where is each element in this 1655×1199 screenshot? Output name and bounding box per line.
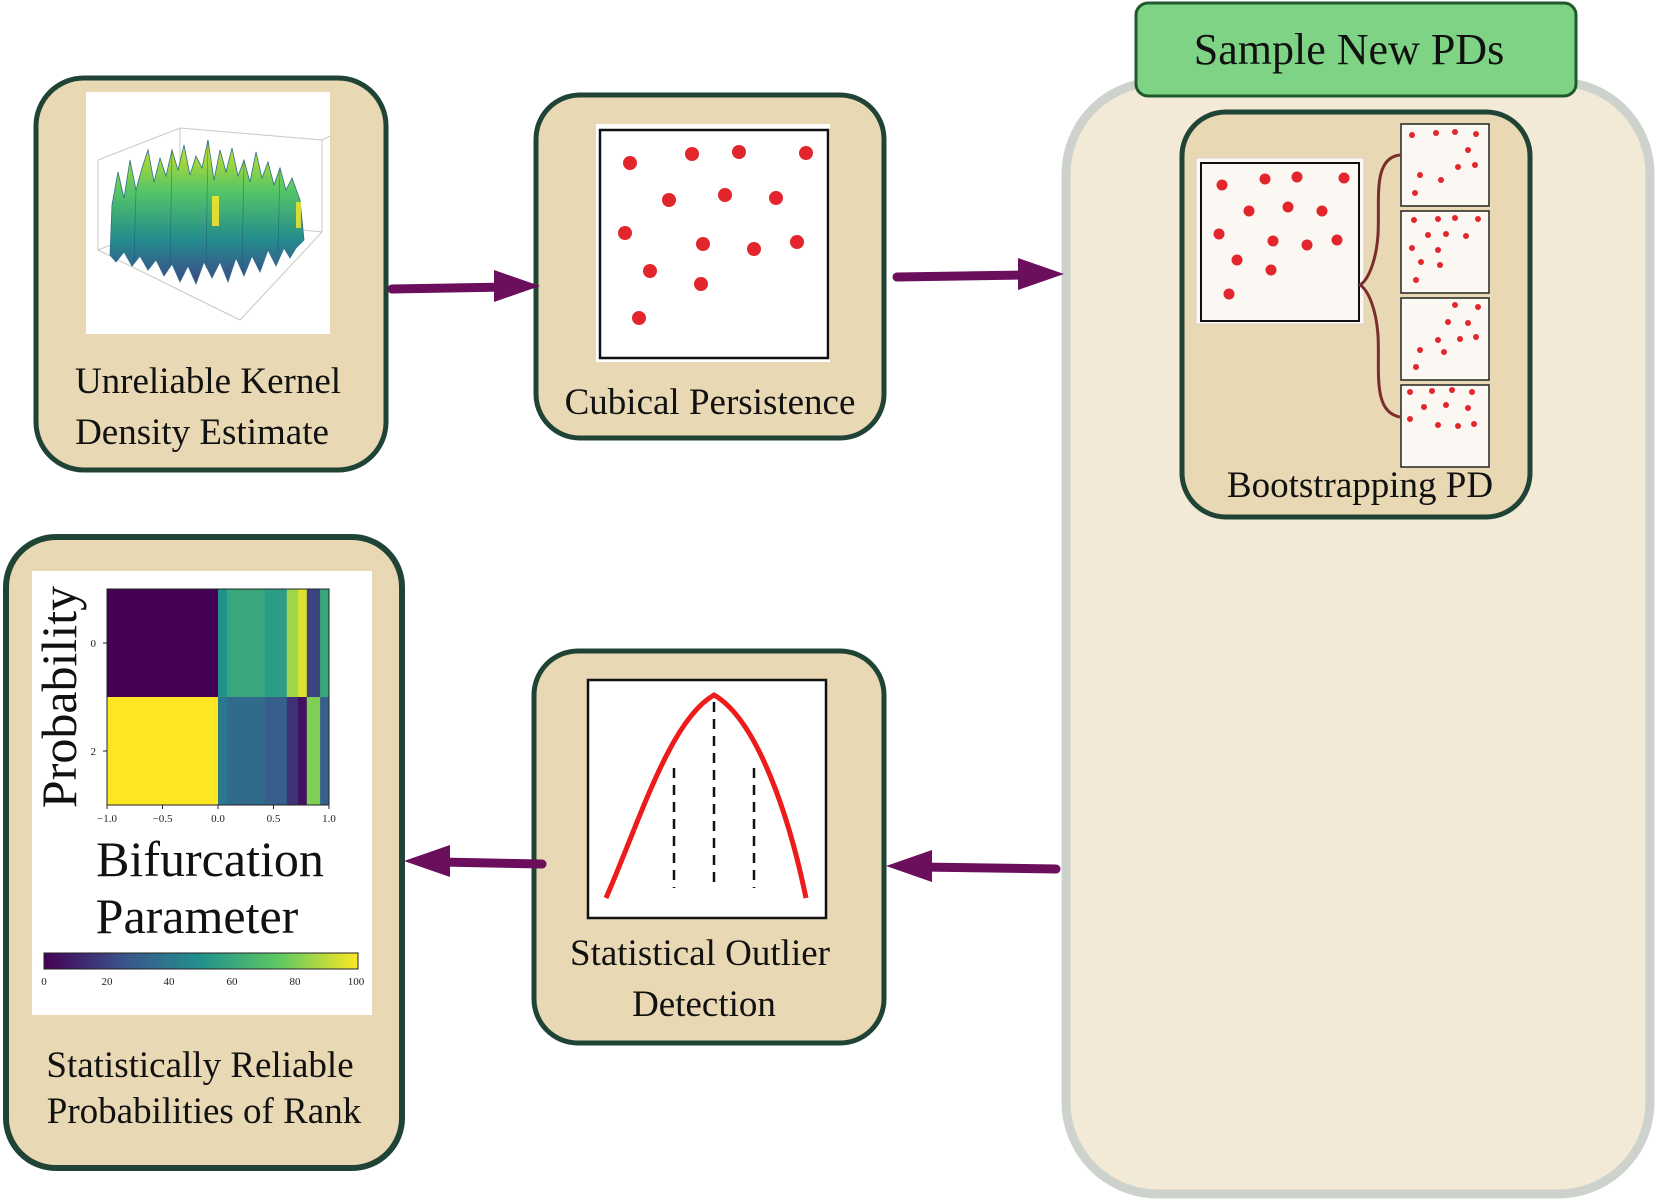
kde-surface-plot (86, 92, 331, 334)
result-label-line1: Statistically Reliable (46, 1045, 353, 1086)
outlier-plot (586, 678, 828, 920)
flow-arrows (387, 258, 1064, 882)
outlier-gaussian-curve (603, 692, 809, 899)
heatmap-cell (226, 589, 243, 697)
outlier-threshold-lines (672, 702, 756, 888)
heatmap-cell (320, 589, 330, 697)
arrow-cubical-to-bootstrap (892, 258, 1064, 290)
arrow-outlier-to-result (404, 845, 547, 877)
heatmap-cell (218, 697, 228, 805)
outlier-label-line1: Statistical Outlier (570, 933, 830, 974)
heatmap-xlabel-line2: Parameter (96, 888, 299, 944)
heatmap-cell (264, 589, 288, 697)
heatmap-cell (107, 697, 219, 805)
heatmap-cell (306, 697, 321, 805)
bootstrap-brace (1357, 153, 1401, 419)
heatmap-xtick: 0.0 (211, 813, 225, 825)
arrow-bootstrap-to-outlier (886, 850, 1061, 882)
heatmap-ylabel: Probability (31, 586, 87, 808)
heatmap-xtick: 1.0 (322, 813, 336, 825)
arrow-kde-to-cubical (387, 270, 540, 302)
heatmap-cell (297, 697, 308, 805)
cubical-pd-points (618, 145, 813, 325)
kde-label-line1: Unreliable Kernel (75, 361, 341, 402)
rank-probability-heatmap: 0 2 −1.0 −0.5 0.0 0.5 1.0 (91, 588, 336, 825)
colorbar-tick: 80 (290, 976, 302, 988)
bootstrap-label: Bootstrapping PD (1227, 465, 1493, 506)
kde-label-line2: Density Estimate (75, 412, 329, 453)
heatmap-cell (286, 697, 299, 805)
heatmap-cell (320, 697, 330, 805)
heatmap-cell (226, 697, 243, 805)
result-label-line2: Probabilities of Rank (47, 1091, 362, 1132)
heatmap-cell (306, 589, 321, 697)
colorbar-tick: 100 (348, 976, 365, 988)
outlier-label-line2: Detection (632, 984, 776, 1025)
heatmap-cell (286, 589, 299, 697)
heatmap-xtick: −1.0 (97, 813, 117, 825)
heatmap-cell (242, 589, 265, 697)
colorbar-tick: 40 (164, 976, 176, 988)
heatmap-cell (264, 697, 288, 805)
heatmap-xtick: −0.5 (153, 813, 173, 825)
heatmap-colorbar: 0 20 40 60 80 100 (41, 952, 365, 988)
bootstrap-sample-pd-1 (1400, 123, 1490, 207)
colorbar-tick: 0 (41, 976, 47, 988)
bootstrap-sample-pd-3 (1400, 297, 1490, 381)
header-box (1134, 1, 1578, 98)
header-label: Sample New PDs (1194, 25, 1504, 74)
heatmap-cell (218, 589, 228, 697)
heatmap-cell (297, 589, 308, 697)
heatmap-xtick: 0.5 (267, 813, 281, 825)
heatmap-ytick-2: 2 (91, 746, 97, 758)
heatmap-xlabel-line1: Bifurcation (96, 831, 324, 887)
colorbar-tick: 60 (227, 976, 239, 988)
bootstrap-sample-pd-2 (1400, 210, 1490, 294)
colorbar-tick: 20 (102, 976, 114, 988)
cubical-label: Cubical Persistence (565, 382, 856, 423)
bootstrap-sample-pd-4 (1400, 384, 1490, 468)
heatmap-cell (242, 697, 265, 805)
heatmap-cell (107, 589, 219, 697)
heatmap-ytick-0: 0 (91, 638, 97, 650)
